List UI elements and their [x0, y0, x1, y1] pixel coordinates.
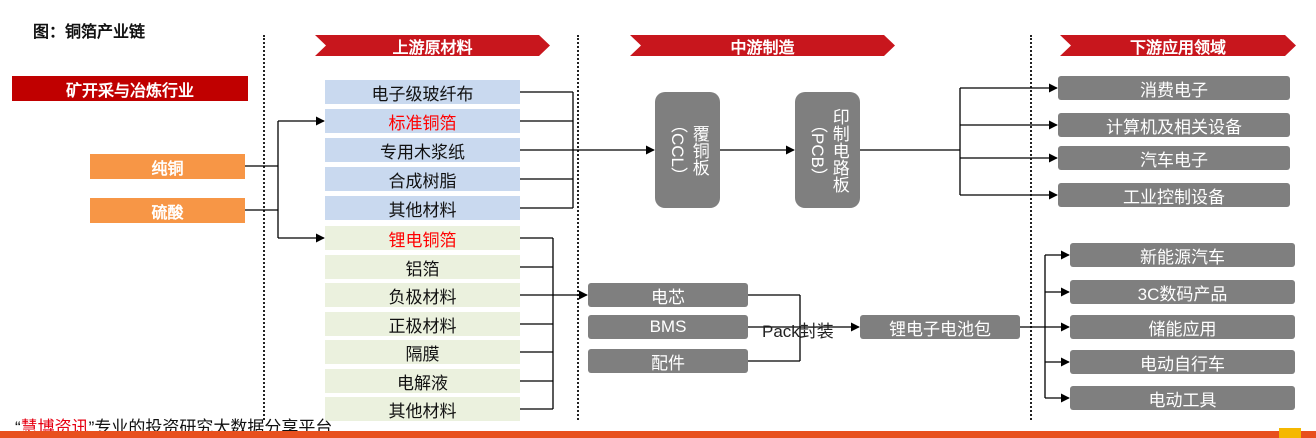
- stage-divider: [263, 35, 265, 420]
- battery-material-item: 电解液: [325, 369, 520, 393]
- stage-divider: [1030, 35, 1032, 420]
- pcb-material-item: 电子级玻纤布: [325, 80, 520, 104]
- battery-material-item: 其他材料: [325, 397, 520, 421]
- battery-material-item: 正极材料: [325, 312, 520, 336]
- pcb-material-item: 合成树脂: [325, 167, 520, 191]
- pcb-name: 印制电路板: [829, 107, 849, 193]
- battery-component-bms: BMS: [588, 315, 748, 339]
- battery-material-item: 负极材料: [325, 283, 520, 307]
- battery-component-parts: 配件: [588, 349, 748, 373]
- pcb-material-item: 专用木浆纸: [325, 138, 520, 162]
- battery-pack-node: 锂电子电池包: [860, 315, 1020, 339]
- pcb-material-item: 其他材料: [325, 196, 520, 220]
- figure-title: 图：铜箔产业链: [33, 24, 146, 41]
- stage-header-midstream: 中游制造: [630, 35, 895, 56]
- application-item: 3C数码产品: [1070, 280, 1295, 304]
- ccl-name: 覆铜板: [689, 124, 709, 176]
- application-item: 电动自行车: [1070, 350, 1295, 374]
- battery-material-item: 铝箔: [325, 255, 520, 279]
- input-sulfuric-acid: 硫酸: [90, 198, 245, 223]
- application-item: 新能源汽车: [1070, 243, 1295, 267]
- application-item: 汽车电子: [1058, 146, 1290, 170]
- ccl-node: 覆铜板 （CCL）: [655, 92, 720, 208]
- pcb-node: 印制电路板 （PCB）: [795, 92, 860, 208]
- footer-quote-close: ”: [88, 418, 95, 437]
- footer-quote-open: “: [15, 418, 21, 437]
- application-item: 计算机及相关设备: [1058, 113, 1290, 137]
- application-item: 消费电子: [1058, 76, 1290, 100]
- ccl-abbr: （CCL）: [668, 115, 687, 184]
- application-item: 储能应用: [1070, 315, 1295, 339]
- input-pure-copper: 纯铜: [90, 154, 245, 179]
- application-item: 电动工具: [1070, 386, 1295, 410]
- pack-assembly-label: Pack封装: [762, 322, 834, 341]
- stage-header-downstream: 下游应用领域: [1060, 35, 1296, 56]
- pcb-material-item: 标准铜箔: [325, 109, 520, 133]
- footer-logo-icon: [1279, 428, 1301, 438]
- stage-header-upstream: 上游原材料: [315, 35, 550, 56]
- stage-divider: [577, 35, 579, 420]
- pcb-abbr: （PCB）: [808, 115, 827, 185]
- battery-material-item: 锂电铜箔: [325, 226, 520, 250]
- battery-component-cell: 电芯: [588, 283, 748, 307]
- application-item: 工业控制设备: [1058, 183, 1290, 207]
- footer-bar: [0, 431, 1316, 438]
- battery-material-item: 隔膜: [325, 340, 520, 364]
- mining-smelting-box: 矿开采与冶炼行业: [12, 76, 248, 101]
